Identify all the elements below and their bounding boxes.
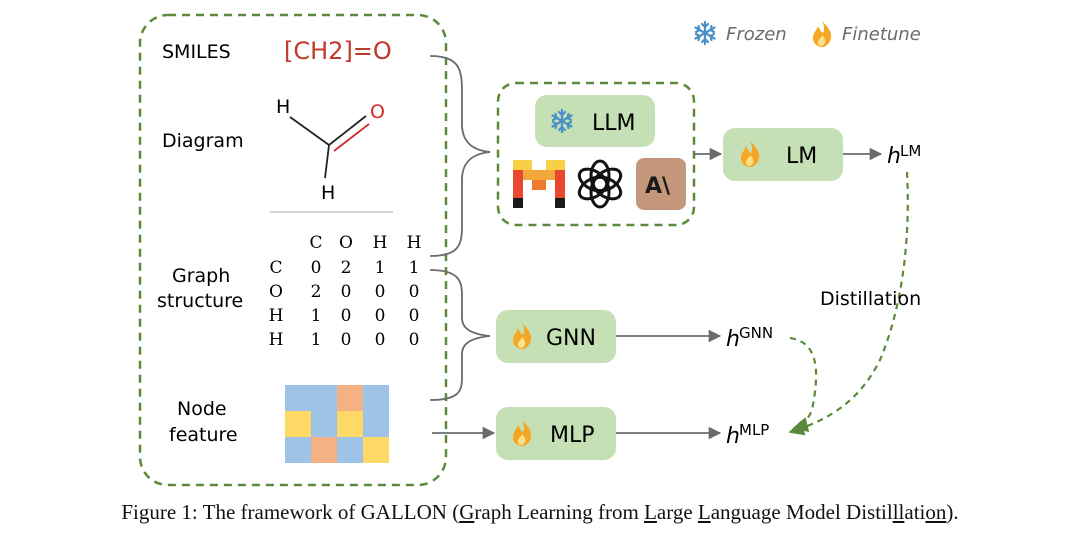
brace-gnn-inputs	[429, 269, 491, 401]
matrix-cell: 0	[341, 306, 352, 326]
matrix-cell: 0	[341, 330, 352, 350]
molecule-structure: H O H	[276, 96, 385, 204]
matrix-cell: 0	[341, 282, 352, 302]
svg-text:GNN: GNN	[739, 324, 773, 342]
node-label-line1: Node	[177, 398, 227, 420]
matrix-row-label: H	[269, 330, 284, 350]
atom-h-top: H	[276, 96, 290, 118]
matrix-cell: 1	[311, 306, 322, 326]
node-label-line2: feature	[169, 424, 238, 446]
atom-h-bottom: H	[321, 182, 335, 204]
matrix-cell: 0	[375, 282, 386, 302]
svg-text:h: h	[887, 144, 901, 169]
llm-label: LLM	[592, 111, 636, 136]
graph-label-line1: Graph	[172, 265, 230, 287]
svg-text:h: h	[726, 327, 740, 352]
svg-text:MLP: MLP	[739, 421, 769, 439]
matrix-row-label: H	[269, 306, 284, 326]
figure-caption: Figure 1: The framework of GALLON (Graph…	[121, 500, 959, 524]
distillation-arrow-gnn	[789, 336, 818, 433]
svg-text:LM: LM	[900, 142, 921, 160]
matrix-cell: 2	[311, 282, 322, 302]
feature-cell	[285, 437, 311, 463]
svg-text:h: h	[726, 424, 740, 449]
inputs-panel	[138, 13, 448, 487]
lm-label: LM	[786, 144, 817, 169]
legend-finetune-label: Finetune	[842, 24, 921, 45]
distillation-label: Distillation	[820, 288, 921, 310]
matrix-cell: 0	[375, 306, 386, 326]
gnn-label: GNN	[546, 326, 596, 351]
snowflake-icon	[694, 20, 716, 46]
matrix-cell: 0	[409, 330, 420, 350]
matrix-row-label: C	[269, 258, 282, 278]
matrix-cell: 0	[409, 306, 420, 326]
mlp-label: MLP	[550, 423, 595, 448]
smiles-label: SMILES	[162, 41, 231, 63]
smiles-value: [CH2]=O	[284, 37, 392, 65]
svg-text:A\: A\	[645, 174, 671, 199]
legend-frozen-label: Frozen	[726, 24, 787, 45]
matrix-cell: 2	[341, 258, 352, 278]
brace-llm-inputs	[429, 55, 491, 257]
mlp-box	[496, 407, 616, 460]
llm-box	[535, 95, 655, 147]
anthropic-logo-icon: A\	[636, 158, 686, 210]
matrix-row-label: O	[269, 282, 283, 302]
matrix-header-cell: C	[309, 233, 322, 253]
feature-cell	[363, 411, 389, 437]
feature-cell	[311, 411, 337, 437]
openai-logo-icon	[577, 159, 623, 209]
distillation-arrow-lm	[788, 171, 909, 436]
feature-cell	[337, 385, 363, 411]
feature-cell	[311, 385, 337, 411]
diagram-label: Diagram	[162, 130, 244, 152]
gnn-box	[496, 310, 616, 363]
matrix-cell: 0	[409, 282, 420, 302]
feature-cell	[363, 385, 389, 411]
output-h-mlp: h MLP	[726, 421, 769, 449]
fire-icon	[813, 21, 832, 47]
feature-cell	[285, 385, 311, 411]
feature-cell	[311, 437, 337, 463]
graph-label-line2: structure	[157, 290, 243, 312]
feature-cell	[337, 411, 363, 437]
matrix-cell: 1	[375, 258, 386, 278]
matrix-cell: 0	[311, 258, 322, 278]
feature-cell	[363, 437, 389, 463]
output-h-gnn: h GNN	[726, 324, 773, 352]
legend: Frozen Finetune	[694, 20, 921, 47]
matrix-cell: 0	[375, 330, 386, 350]
feature-cell	[337, 437, 363, 463]
atom-o: O	[370, 101, 385, 123]
node-feature-grid	[285, 385, 389, 463]
matrix-header-cell: O	[339, 233, 353, 253]
feature-cell	[285, 411, 311, 437]
output-h-lm: h LM	[887, 142, 921, 169]
matrix-cell: 1	[311, 330, 322, 350]
matrix-header-cell: H	[407, 233, 422, 253]
matrix-header-cell: H	[373, 233, 388, 253]
lm-box	[723, 128, 843, 181]
matrix-cell: 1	[409, 258, 420, 278]
mistral-logo-icon	[513, 160, 565, 208]
